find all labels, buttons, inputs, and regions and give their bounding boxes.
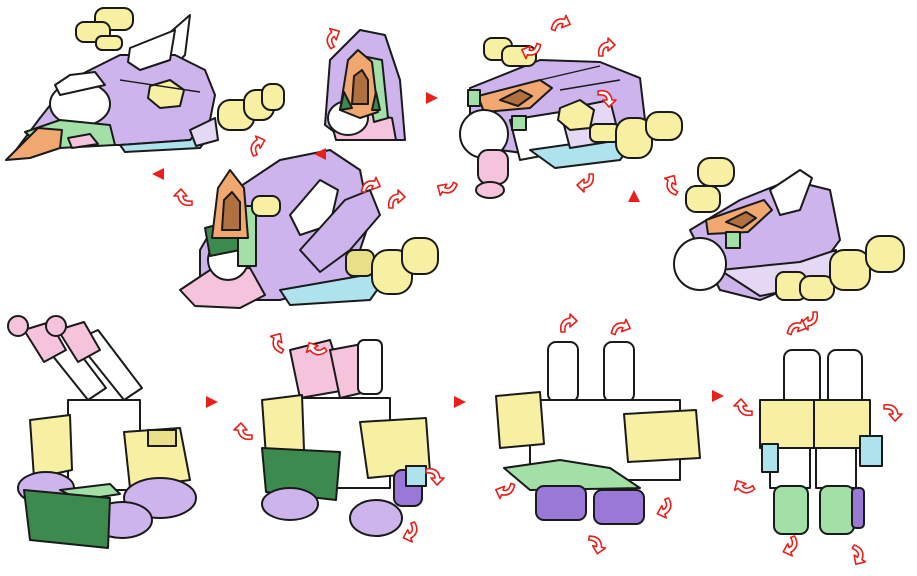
curved-arrow-icon bbox=[778, 535, 802, 560]
curved-arrow-icon bbox=[883, 403, 903, 422]
step-f-figure bbox=[495, 341, 701, 525]
red-triangle-icon bbox=[628, 190, 640, 202]
step-c-figure bbox=[179, 149, 439, 309]
tank-mode-figure bbox=[7, 315, 197, 549]
curved-arrow-icon bbox=[559, 313, 578, 333]
red-triangle-icon bbox=[454, 396, 466, 408]
step-b-figure bbox=[459, 37, 683, 199]
curved-arrow-icon bbox=[845, 543, 871, 569]
step-d-figure bbox=[673, 157, 905, 301]
jet-mode-figure bbox=[5, 7, 285, 161]
curved-arrow-icon bbox=[433, 175, 459, 201]
curved-arrow-icon bbox=[550, 11, 574, 36]
red-triangle-icon bbox=[426, 92, 438, 104]
curved-arrow-icon bbox=[265, 329, 291, 355]
curved-arrow-icon bbox=[233, 422, 253, 441]
curved-arrow-icon bbox=[659, 171, 685, 197]
curved-arrow-icon bbox=[173, 188, 193, 207]
red-triangle-icon bbox=[712, 390, 724, 402]
step-e-figure bbox=[261, 339, 431, 537]
red-triangle-icon bbox=[152, 168, 164, 180]
curved-arrow-icon bbox=[733, 398, 753, 417]
curved-arrow-icon bbox=[730, 474, 756, 500]
red-triangle-icon bbox=[206, 396, 218, 408]
red-triangle-icon bbox=[314, 148, 326, 160]
curved-arrow-icon bbox=[576, 173, 595, 193]
curved-arrow-icon bbox=[320, 24, 346, 50]
curved-arrow-icon bbox=[246, 132, 270, 157]
curved-arrow-icon bbox=[387, 189, 406, 209]
curved-arrow-icon bbox=[425, 467, 445, 486]
curved-arrow-icon bbox=[610, 315, 634, 340]
curved-arrow-icon bbox=[597, 37, 616, 57]
curved-arrow-icon bbox=[398, 521, 422, 546]
curved-arrow-icon bbox=[585, 534, 608, 556]
curved-arrow-icon bbox=[492, 478, 516, 503]
legs-mode-figure bbox=[759, 349, 883, 535]
step-a-figure bbox=[324, 29, 406, 141]
curved-arrow-icon bbox=[652, 497, 676, 522]
